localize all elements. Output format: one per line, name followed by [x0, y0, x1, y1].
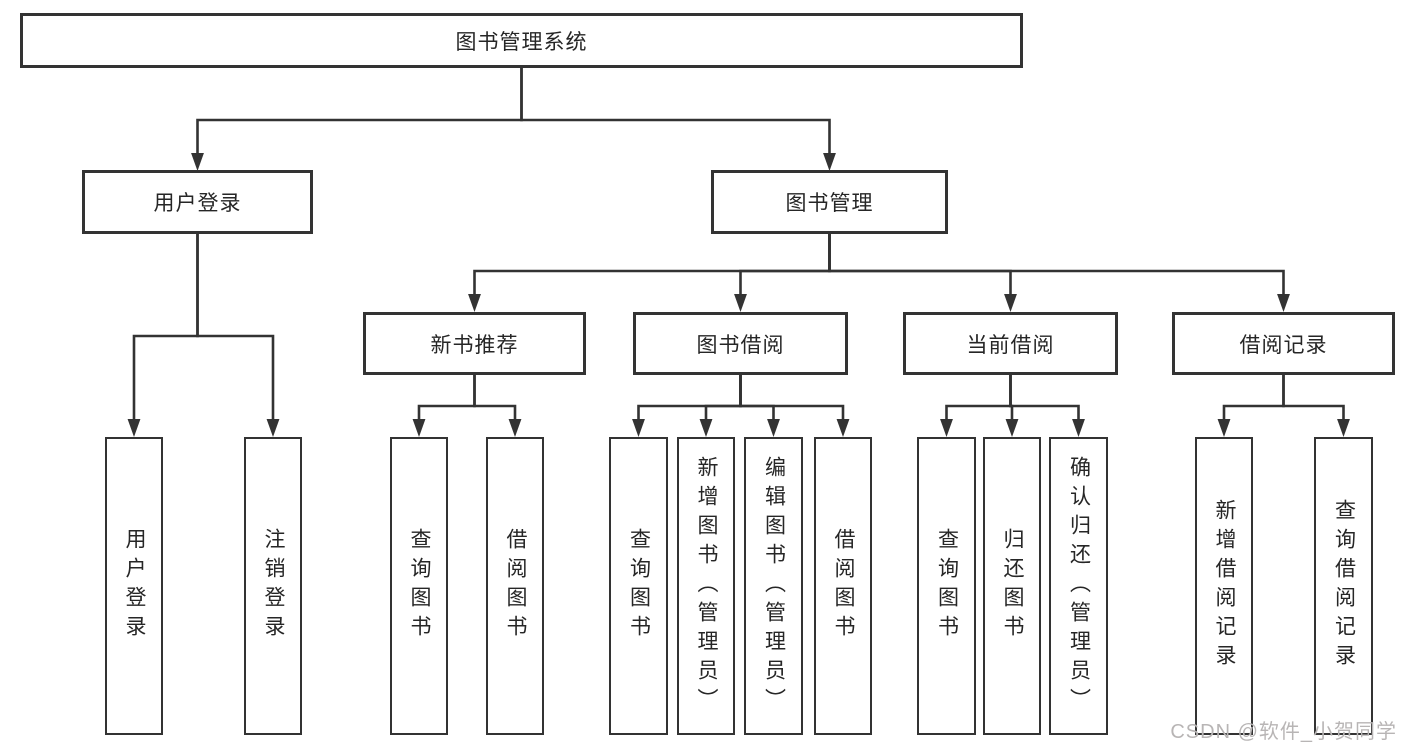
leaf-logout-login: 注销登录 [244, 437, 302, 735]
leaf-query-books-recommend: 查询图书 [390, 437, 448, 735]
node-new-book-recommend: 新书推荐 [363, 312, 586, 375]
leaf-query-books-current: 查询图书 [917, 437, 976, 735]
node-book-borrowing: 图书借阅 [633, 312, 848, 375]
node-book-management: 图书管理 [711, 170, 948, 234]
leaf-borrow-books-recommend: 借阅图书 [486, 437, 544, 735]
watermark: CSDN @软件_小贺同学 [1170, 721, 1397, 743]
leaf-query-borrow-record: 查询借阅记录 [1314, 437, 1373, 735]
leaf-add-book-admin: 新增图书（管理员） [677, 437, 735, 735]
node-borrowing-records: 借阅记录 [1172, 312, 1395, 375]
node-current-borrowing: 当前借阅 [903, 312, 1118, 375]
leaf-add-borrow-record: 新增借阅记录 [1195, 437, 1253, 735]
leaf-edit-book-admin: 编辑图书（管理员） [744, 437, 803, 735]
leaf-user-login: 用户登录 [105, 437, 163, 735]
leaf-return-book: 归还图书 [983, 437, 1041, 735]
leaf-confirm-return-admin: 确认归还（管理员） [1049, 437, 1108, 735]
leaf-query-books-borrowing: 查询图书 [609, 437, 668, 735]
node-library-management-system: 图书管理系统 [20, 13, 1023, 68]
node-user-login: 用户登录 [82, 170, 313, 234]
leaf-borrow-books-borrowing: 借阅图书 [814, 437, 872, 735]
